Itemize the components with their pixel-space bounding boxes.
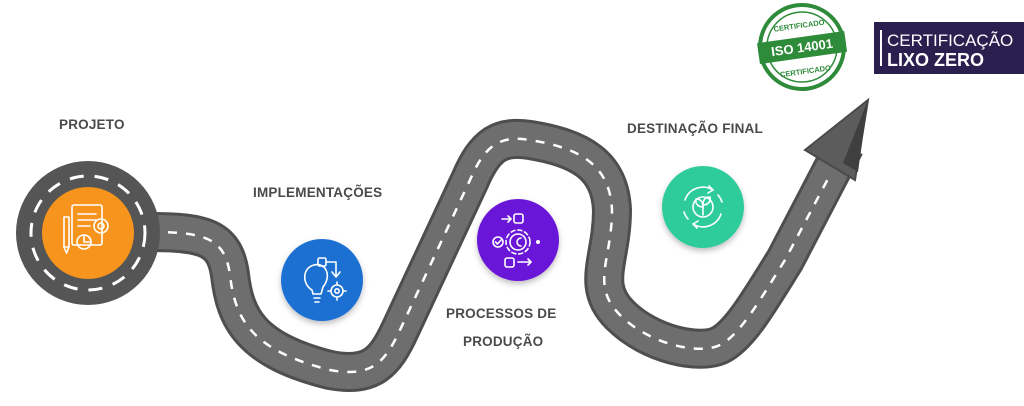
lixo-zero-line2: LIXO ZERO [887,50,984,70]
step-projeto-circle [42,187,134,279]
winding-road [149,97,870,392]
step-label-destinacao: DESTINAÇÃO FINAL [627,121,763,136]
step-destinacao-final [662,166,744,248]
step-label-processos-line2: PRODUÇÃO [463,334,544,349]
start-roundabout [16,161,160,305]
lixo-zero-badge: CERTIFICAÇÃO LIXO ZERO [874,22,1024,74]
step-label-projeto: PROJETO [59,117,125,132]
idea-process-icon [303,257,347,303]
iso-14001-badge: ISO 14001 CERTIFICADO CERTIFICADO [757,3,848,91]
project-document-gear-icon [63,204,109,254]
step-label-implementacoes: IMPLEMENTAÇÕES [253,185,383,200]
step-label-processos-line1: PROCESSOS DE [446,306,557,321]
lixo-zero-line1: CERTIFICAÇÃO [887,31,1013,50]
road-center-dashes [149,137,832,374]
production-cycle-icon [492,213,540,268]
step-processos-producao [477,199,559,281]
recycle-leaf-icon [683,185,723,229]
step-implementacoes [281,239,363,321]
